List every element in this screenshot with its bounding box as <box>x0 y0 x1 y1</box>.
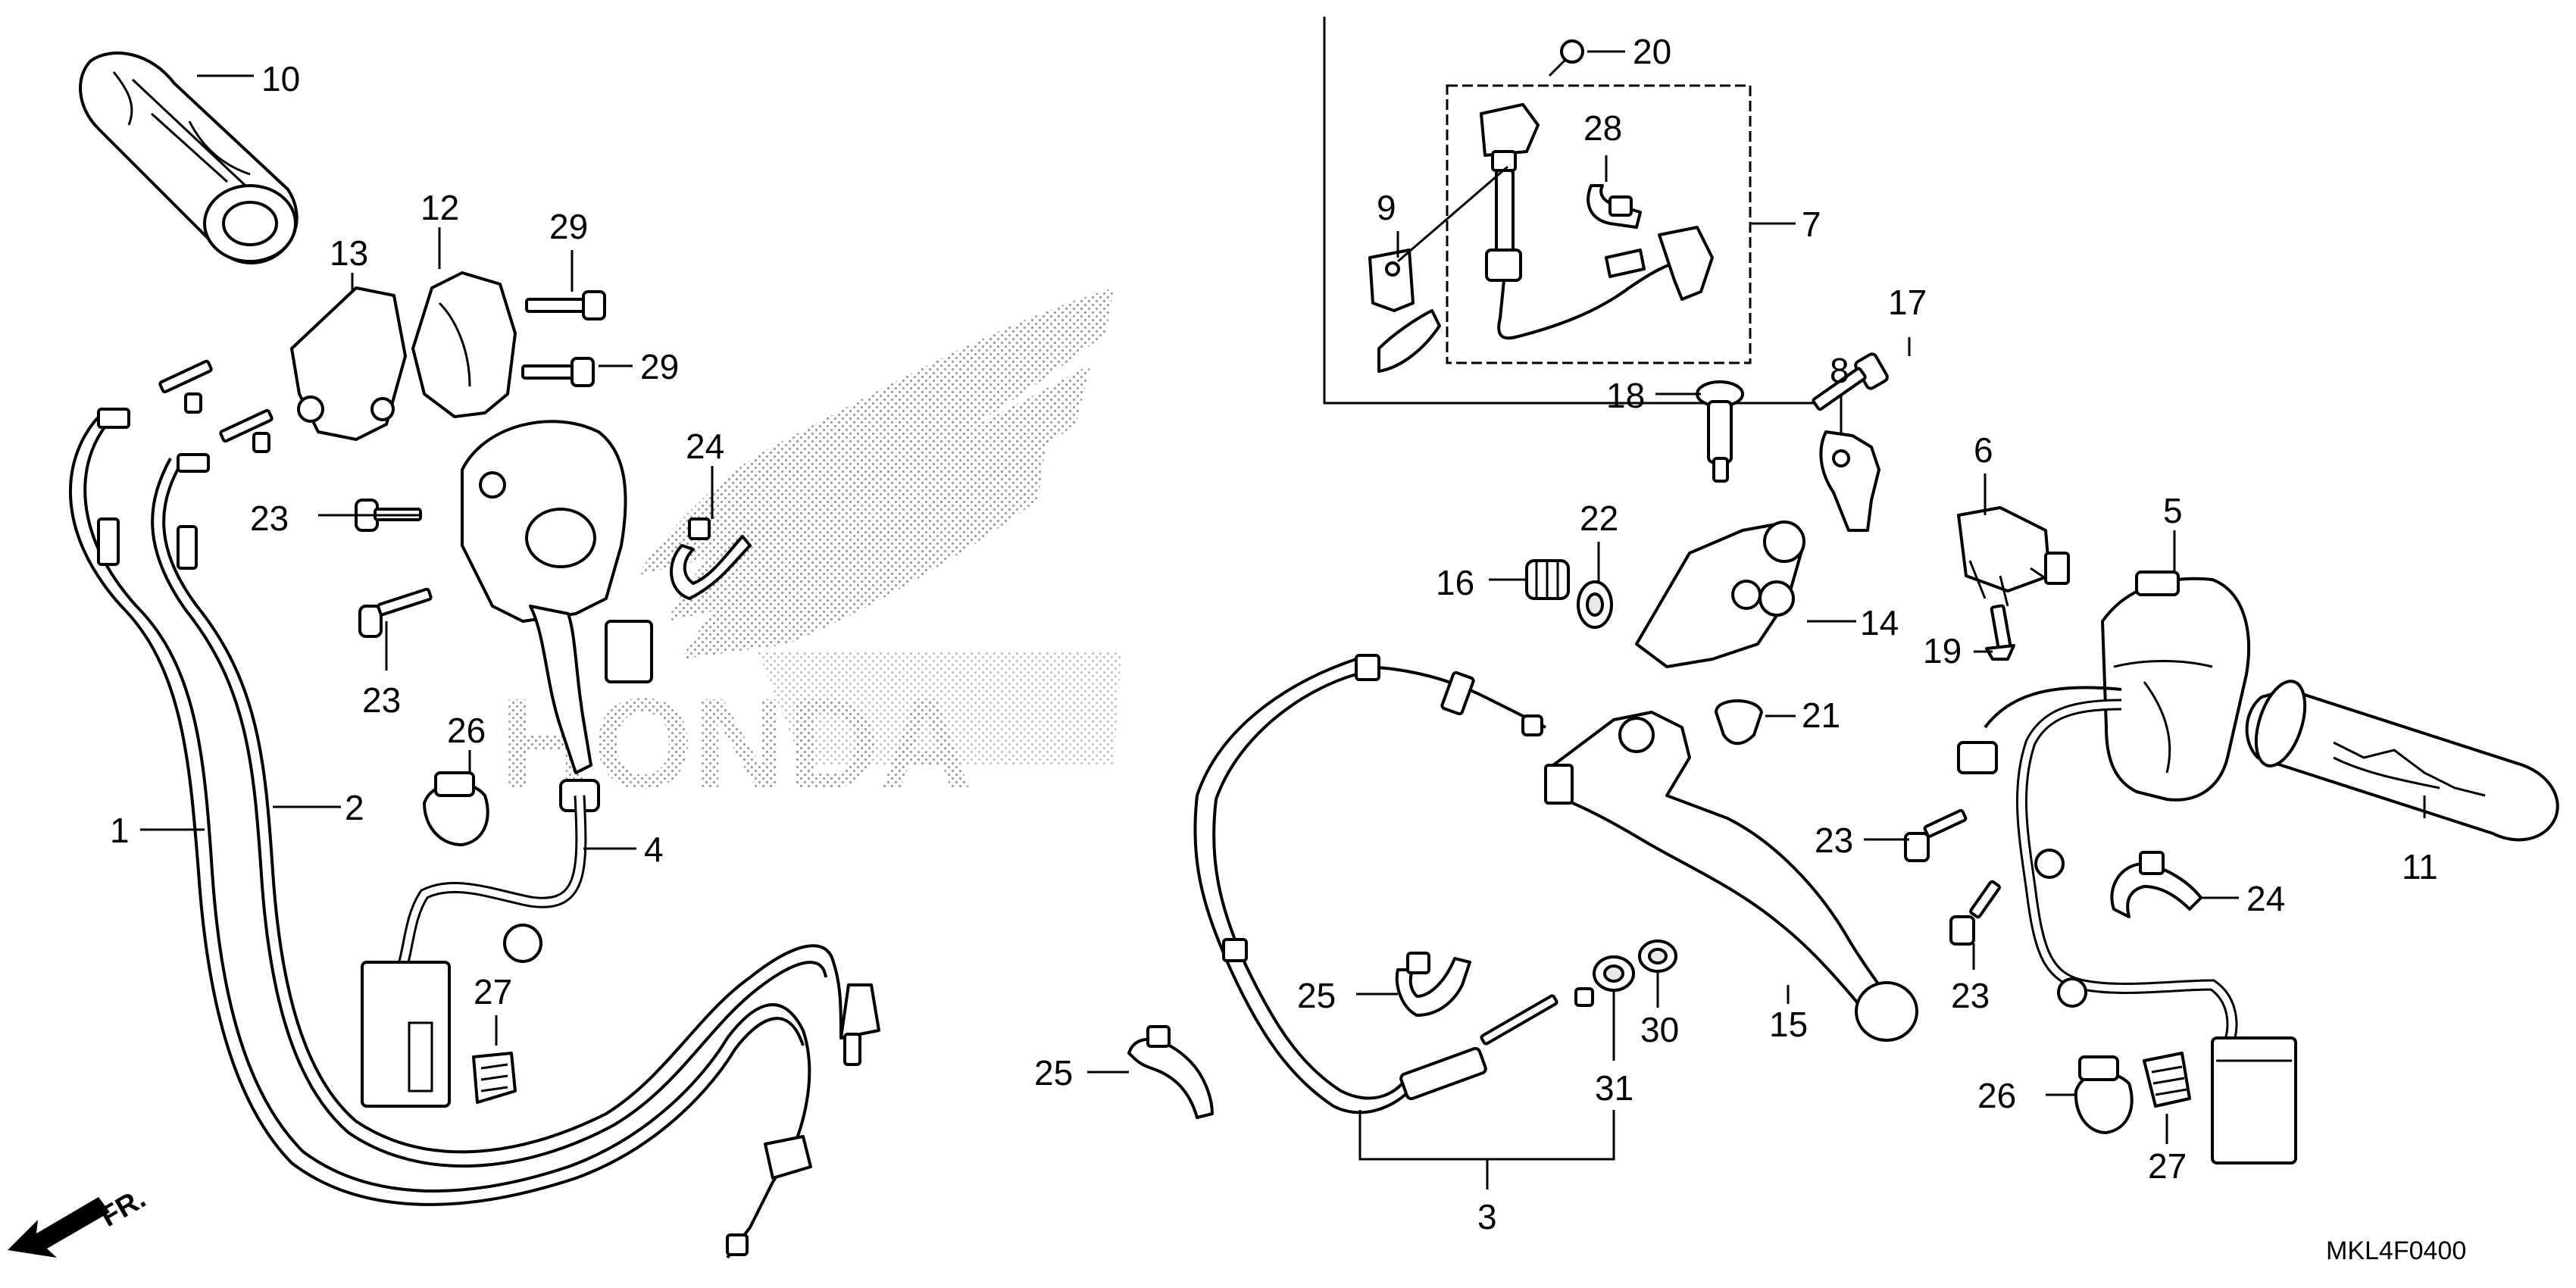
throttle-cable-1 <box>69 359 811 1259</box>
front-direction-arrow: FR. <box>8 1183 152 1258</box>
callout-26: 26 <box>1977 1076 2016 1115</box>
left-switch-wiring <box>361 795 587 1108</box>
washer-22 <box>1577 580 1613 629</box>
right-grip-11 <box>2245 680 2559 842</box>
callout-24: 24 <box>2246 879 2285 918</box>
front-direction-label: FR. <box>95 1183 152 1233</box>
band-25-upper <box>1395 952 1471 1017</box>
callout-23: 23 <box>250 499 289 538</box>
callout-27: 27 <box>474 972 512 1011</box>
callout-23: 23 <box>1815 821 1853 860</box>
throttle-cable-2 <box>151 408 880 1256</box>
callout-9: 9 <box>1377 188 1396 227</box>
callout-11: 11 <box>2402 847 2438 886</box>
screw-29-top <box>525 290 606 320</box>
callout-labels: 10 12 13 29 29 24 23 23 26 1 2 4 27 20 2… <box>110 32 2438 1236</box>
bracket-9 <box>1368 249 1441 373</box>
callout-8: 8 <box>1830 351 1849 390</box>
callout-24: 24 <box>686 427 724 466</box>
callout-10: 10 <box>261 59 300 98</box>
callout-26: 26 <box>447 711 486 750</box>
callout-23: 23 <box>362 680 401 720</box>
callout-1: 1 <box>110 811 130 850</box>
clamp-26-left <box>423 771 489 846</box>
callout-25: 25 <box>1297 976 1336 1015</box>
clip-27-right <box>2143 1052 2191 1108</box>
callout-23: 23 <box>1951 976 1990 1015</box>
band-24-right <box>2110 851 2202 918</box>
switch-holder-part-13 <box>290 286 407 441</box>
bolt-16 <box>1525 559 1570 600</box>
throttle-grip-part <box>79 52 299 265</box>
bracket-28 <box>1587 184 1642 229</box>
band-24-left <box>670 517 752 600</box>
callout-19: 19 <box>1923 631 1962 671</box>
screw-20 <box>1548 39 1584 77</box>
callout-28: 28 <box>1583 108 1622 148</box>
callout-16: 16 <box>1436 563 1474 602</box>
callout-29: 29 <box>640 347 679 386</box>
callout-6: 6 <box>1974 430 1993 470</box>
callout-13: 13 <box>330 233 368 273</box>
clutch-cable-3 <box>1193 654 1594 1114</box>
right-switch-wiring <box>1957 686 2297 1165</box>
callout-14: 14 <box>1860 603 1899 642</box>
clutch-switch-assembly-7 <box>1480 103 1714 340</box>
callout-7: 7 <box>1802 205 1821 244</box>
screw-23-lower-right <box>1949 880 2001 946</box>
callout-3: 3 <box>1477 1197 1497 1236</box>
callout-22: 22 <box>1580 499 1618 538</box>
screw-17 <box>1812 352 1889 411</box>
nut-30 <box>1638 939 1677 973</box>
clip-27-left <box>472 1052 517 1104</box>
stop-switch-6 <box>1957 506 2070 607</box>
screw-23-lower-left <box>358 587 433 638</box>
rubber-plug-21 <box>1715 699 1763 746</box>
clutch-lever-holder-14 <box>1635 521 1805 668</box>
switch-holder-part-12 <box>411 271 517 418</box>
left-handlebar-switch-part-4 <box>461 420 653 812</box>
callout-27: 27 <box>2148 1146 2187 1186</box>
callout-20: 20 <box>1633 32 1671 71</box>
clutch-lever-15 <box>1544 711 1918 1042</box>
callout-29: 29 <box>549 207 588 246</box>
callout-18: 18 <box>1606 376 1645 415</box>
callout-2: 2 <box>345 788 364 827</box>
clamp-8 <box>1819 430 1880 532</box>
callout-12: 12 <box>420 188 459 227</box>
nut-31 <box>1593 955 1635 992</box>
callout-21: 21 <box>1802 696 1840 735</box>
clamp-26-right <box>2074 1055 2134 1134</box>
right-handlebar-switch-5 <box>2101 571 2250 802</box>
callout-5: 5 <box>2163 491 2183 530</box>
callout-15: 15 <box>1769 1005 1808 1044</box>
screw-23-upper-right <box>1904 808 1968 862</box>
diagram-code: MKL4F0400 <box>2326 1236 2466 1265</box>
callout-31: 31 <box>1595 1068 1633 1108</box>
pivot-bolt-18 <box>1696 380 1744 483</box>
screw-29-bottom <box>521 357 595 387</box>
leader-lines <box>140 50 2426 1190</box>
callout-25: 25 <box>1034 1053 1073 1093</box>
callout-17: 17 <box>1888 283 1927 322</box>
screw-19 <box>1985 604 2015 661</box>
band-25-lower <box>1127 1025 1214 1119</box>
callout-30: 30 <box>1640 1010 1679 1049</box>
callout-4: 4 <box>644 830 664 869</box>
